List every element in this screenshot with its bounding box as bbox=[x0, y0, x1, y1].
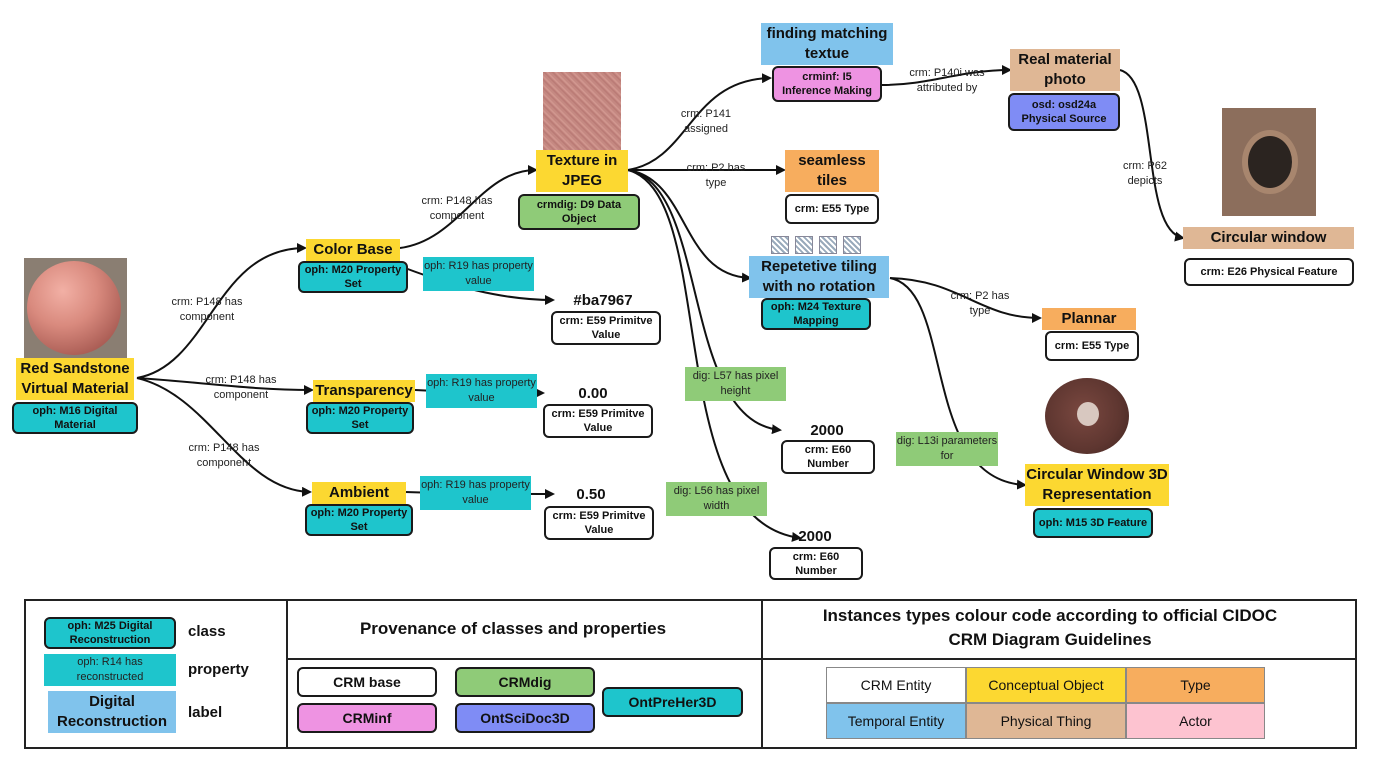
node-texture-class: crmdig: D9 Data Object bbox=[518, 194, 640, 230]
legend-actor: Actor bbox=[1126, 703, 1265, 739]
legend-conceptual-object: Conceptual Object bbox=[966, 667, 1126, 703]
node-red-sandstone-class: oph: M16 Digital Material bbox=[12, 402, 138, 434]
value-height-2000-class: crm: E60 Number bbox=[781, 440, 875, 474]
legend-property-example: oph: R14 has reconstructed bbox=[44, 654, 176, 686]
circular-window-photo bbox=[1222, 108, 1316, 216]
node-red-sandstone-label: Red Sandstone Virtual Material bbox=[16, 358, 134, 400]
tiling-pattern-icons bbox=[769, 236, 863, 254]
node-plannar-label: Plannar bbox=[1042, 308, 1136, 330]
legend-crminf: CRMinf bbox=[297, 703, 437, 733]
legend-label-word: label bbox=[188, 704, 223, 721]
prop-p2-seamless: crm: P2 has type bbox=[686, 162, 746, 189]
value-ba7967-class: crm: E59 Primitve Value bbox=[551, 311, 661, 345]
prop-p62: crm: P62 depicts bbox=[1122, 160, 1167, 187]
node-transparency-class: oph: M20 Property Set bbox=[306, 402, 414, 434]
node-repetitive-class: oph: M24 Texture Mapping bbox=[761, 298, 871, 330]
prop-p2-plannar: crm: P2 has type bbox=[950, 290, 1010, 317]
edge-repetitive-to-plannar bbox=[889, 277, 1042, 323]
edge-texture-to-repetitive bbox=[627, 169, 752, 283]
legend-label-example: Digital Reconstruction bbox=[48, 691, 176, 733]
node-finding-label: finding matching textue bbox=[761, 23, 893, 65]
legend-type: Type bbox=[1126, 667, 1265, 703]
value-height-2000: 2000 bbox=[810, 422, 844, 439]
legend-ontscidoc3d: OntSciDoc3D bbox=[455, 703, 595, 733]
node-real-photo-class: osd: osd24a Physical Source bbox=[1008, 93, 1120, 131]
prop-p148-transparency: crm: P148 has component bbox=[205, 374, 277, 401]
node-transparency-label: Transparency bbox=[313, 380, 415, 402]
legend-class-example: oph: M25 Digital Reconstruction bbox=[44, 617, 176, 649]
prop-r19-transparency: oph: R19 has property value bbox=[426, 374, 537, 408]
prop-p148-texture: crm: P148 has component bbox=[421, 195, 493, 222]
prop-r19-color: oph: R19 has property value bbox=[423, 257, 534, 291]
node-real-photo-label: Real material photo bbox=[1010, 49, 1120, 91]
prop-l56: dig: L56 has pixel width bbox=[666, 482, 767, 516]
prop-l13i: dig: L13i parameters for bbox=[896, 432, 998, 466]
texture-swatch-image bbox=[543, 72, 621, 150]
edge-colorbase-to-texture bbox=[399, 165, 538, 249]
value-ba7967: #ba7967 bbox=[573, 292, 633, 309]
edge-finding-to-realphoto bbox=[881, 65, 1012, 86]
sandstone-sphere-image bbox=[24, 258, 127, 358]
node-cw3d-class: oph: M15 3D Feature bbox=[1033, 508, 1153, 538]
value-050-class: crm: E59 Primitve Value bbox=[544, 506, 654, 540]
node-circular-window-label: Circular window bbox=[1183, 227, 1354, 249]
value-050: 0.50 bbox=[576, 486, 606, 503]
node-repetitive-label: Repetetive tiling with no rotation bbox=[749, 256, 889, 298]
node-seamless-class: crm: E55 Type bbox=[785, 194, 879, 224]
node-circular-window-class: crm: E26 Physical Feature bbox=[1184, 258, 1354, 286]
value-width-2000-class: crm: E60 Number bbox=[769, 547, 863, 580]
legend-crm-base: CRM base bbox=[297, 667, 437, 697]
edge-realphoto-to-circularwindow bbox=[1119, 69, 1185, 242]
legend-property-word: property bbox=[188, 661, 249, 678]
node-seamless-label: seamless tiles bbox=[785, 150, 879, 192]
legend-crm-entity: CRM Entity bbox=[826, 667, 966, 703]
edge-red-to-colorbase bbox=[136, 243, 307, 379]
value-000-class: crm: E59 Primitve Value bbox=[543, 404, 653, 438]
prop-l57: dig: L57 has pixel height bbox=[685, 367, 786, 401]
legend-class-word: class bbox=[188, 623, 226, 640]
prop-r19-ambient: oph: R19 has property value bbox=[420, 476, 531, 510]
node-plannar-class: crm: E55 Type bbox=[1045, 331, 1139, 361]
node-color-base-class: oph: M20 Property Set bbox=[298, 261, 408, 293]
node-finding-class: crminf: I5 Inference Making bbox=[772, 66, 882, 102]
circular-window-3d-image bbox=[1045, 372, 1131, 458]
legend-temporal-entity: Temporal Entity bbox=[826, 703, 966, 739]
edge-texture-to-h2000 bbox=[627, 169, 782, 435]
edge-repetitive-to-cw3d bbox=[889, 277, 1027, 490]
node-ambient-label: Ambient bbox=[312, 482, 406, 504]
legend-ontpreher3d: OntPreHer3D bbox=[602, 687, 743, 717]
legend-panel bbox=[24, 599, 1357, 749]
edge-texture-to-finding bbox=[627, 73, 772, 171]
legend-provenance-title: Provenance of classes and properties bbox=[359, 619, 667, 638]
prop-p148-color: crm: P148 has component bbox=[171, 296, 243, 323]
value-000: 0.00 bbox=[578, 385, 608, 402]
prop-p141: crm: P141 assigned bbox=[680, 108, 732, 135]
legend-crmdig: CRMdig bbox=[455, 667, 595, 697]
node-texture-label: Texture in JPEG bbox=[536, 150, 628, 192]
prop-p140i: crm: P140i was attributed by bbox=[909, 67, 985, 94]
edge-red-to-ambient bbox=[136, 377, 312, 497]
node-ambient-class: oph: M20 Property Set bbox=[305, 504, 413, 536]
legend-colour-title: Instances types colour code according to… bbox=[822, 606, 1278, 649]
legend-physical-thing: Physical Thing bbox=[966, 703, 1126, 739]
node-color-base-label: Color Base bbox=[306, 239, 400, 261]
value-width-2000: 2000 bbox=[798, 528, 832, 545]
prop-p148-ambient: crm: P148 has component bbox=[188, 442, 260, 469]
edge-red-to-transparency bbox=[136, 377, 314, 395]
node-cw3d-label: Circular Window 3D Representation bbox=[1025, 464, 1169, 506]
